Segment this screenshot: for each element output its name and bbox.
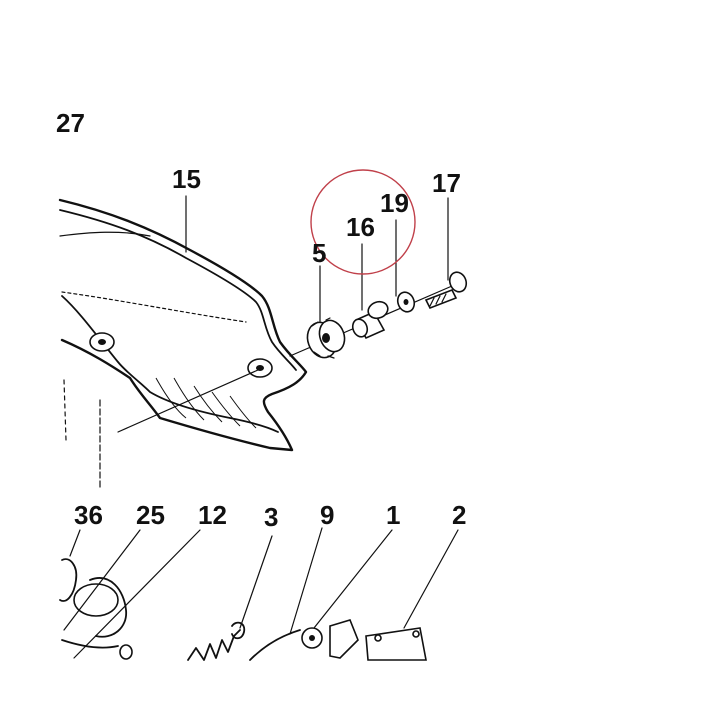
callout-9: 9 [320, 500, 334, 530]
callout-19: 19 [380, 188, 409, 218]
cable [249, 629, 301, 661]
callout-3: 3 [264, 502, 278, 532]
callout-2: 2 [452, 500, 466, 530]
lower-left-parts [59, 558, 133, 660]
callout-5: 5 [312, 238, 326, 268]
callout-16: 16 [346, 212, 375, 242]
callout-36: 36 [74, 500, 103, 530]
callout-25: 25 [136, 500, 165, 530]
spring [187, 621, 246, 661]
leader-lines [63, 195, 459, 659]
assembly-axis-lower [117, 369, 259, 433]
nut [301, 627, 323, 649]
callout-labels: 15 5 16 19 17 36 25 12 3 9 1 2 [74, 164, 466, 532]
callout-17: 17 [432, 168, 461, 198]
washer [396, 291, 416, 313]
spacer-bush [351, 300, 389, 340]
screw [424, 271, 468, 310]
callout-12: 12 [198, 500, 227, 530]
highlight-circle [310, 169, 416, 275]
callout-15: 15 [172, 164, 201, 194]
callout-1: 1 [386, 500, 400, 530]
page-number-fragment: 27 [56, 108, 85, 138]
bracket-plate [329, 619, 427, 661]
fairing-panel [58, 198, 308, 489]
grommet [306, 317, 346, 359]
